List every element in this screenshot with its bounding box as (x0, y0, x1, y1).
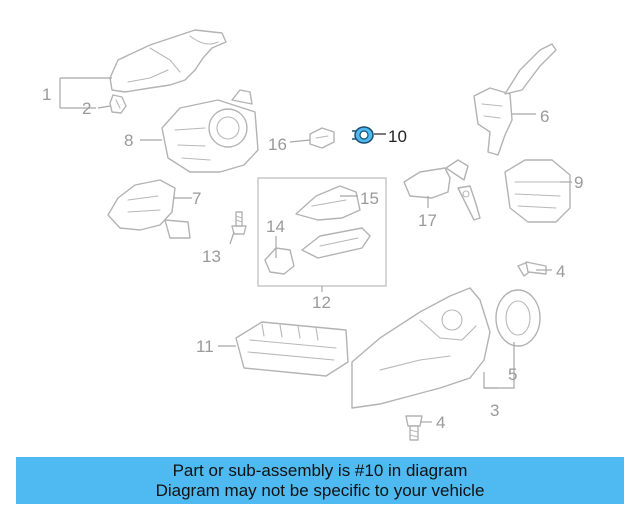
part-2-clip (109, 94, 127, 114)
callout-10: 10 (388, 127, 407, 146)
leader-13 (229, 231, 235, 245)
callout-8: 8 (124, 131, 133, 150)
caption-line-part: Part or sub-assembly is #10 in diagram (172, 461, 468, 480)
callout-16: 16 (268, 135, 287, 154)
part-8-switch-module (161, 89, 259, 173)
leader-1 (59, 77, 112, 109)
part-14-lock-cylinder (264, 227, 371, 275)
part-17-ignition-switch (403, 159, 481, 221)
callout-4-upper: 4 (556, 262, 565, 281)
part-1-column-cover (109, 29, 227, 93)
callout-12: 12 (312, 293, 331, 312)
callout-2: 2 (82, 99, 91, 118)
callout-3: 3 (490, 401, 499, 420)
part-11-control-module (235, 321, 349, 377)
part-3-lower-trim (351, 287, 491, 409)
leader-5 (483, 342, 515, 389)
part-9-clockspring (504, 159, 571, 223)
callout-13: 13 (202, 247, 221, 266)
callout-6: 6 (540, 107, 549, 126)
parts-diagram: 1 2 8 7 13 16 10 6 9 17 15 14 12 11 5 3 … (42, 29, 583, 441)
part-13-screw (231, 211, 247, 235)
part-15-lock-housing (295, 185, 361, 221)
caption-bar: Part or sub-assembly is #10 in diagram D… (16, 457, 624, 504)
part-5-trim-ring (495, 289, 541, 347)
part-7-multifunction-switch (107, 179, 191, 239)
callout-9: 9 (574, 173, 583, 192)
part-4-screw-upper (517, 261, 547, 277)
leader-16 (289, 139, 311, 143)
leader-2 (97, 105, 111, 109)
caption-line-disclaimer: Diagram may not be specific to your vehi… (155, 481, 485, 500)
callout-5: 5 (508, 365, 517, 384)
callout-15: 15 (360, 189, 379, 208)
part-6-wiper-switch (473, 43, 557, 156)
part-16-connector (309, 127, 335, 149)
callout-11: 11 (196, 337, 214, 356)
callout-4-lower: 4 (436, 413, 445, 432)
callout-17: 17 (418, 211, 437, 230)
part-10-highlighted (352, 126, 374, 144)
callout-14: 14 (266, 217, 285, 236)
part-4-screw-lower (405, 415, 423, 441)
callout-7: 7 (192, 189, 201, 208)
callout-1: 1 (42, 85, 51, 104)
